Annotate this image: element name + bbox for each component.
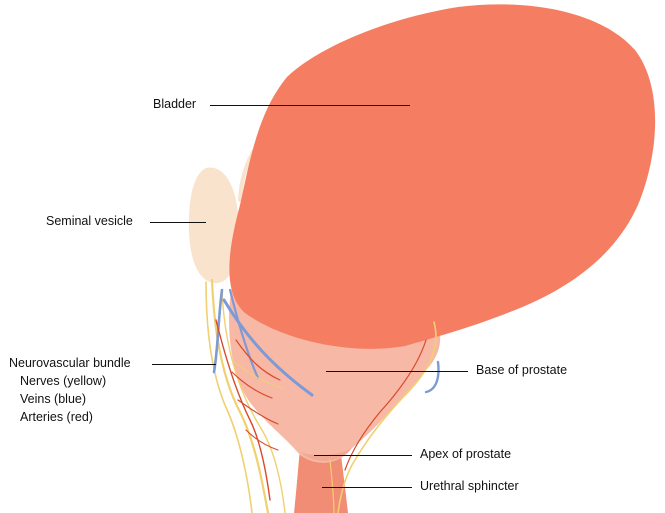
seminal-vesicle-label: Seminal vesicle (46, 214, 133, 229)
bladder-label: Bladder (153, 97, 196, 112)
bladder-shape (229, 4, 655, 348)
nerves-legend-label: Nerves (yellow) (20, 374, 106, 389)
neurovascular-bundle-leader-line (152, 364, 216, 365)
base-of-prostate-label: Base of prostate (476, 363, 567, 378)
apex-of-prostate-leader-line (314, 455, 412, 456)
base-of-prostate-leader-line (326, 371, 468, 372)
neurovascular-bundle-label: Neurovascular bundle (9, 356, 131, 371)
apex-of-prostate-label: Apex of prostate (420, 447, 511, 462)
arteries-legend-label: Arteries (red) (20, 410, 93, 425)
urethral-sphincter-leader-line (322, 487, 412, 488)
bladder-leader-line (210, 105, 410, 106)
seminal-vesicle-leader-line (150, 222, 206, 223)
urethral-sphincter-label: Urethral sphincter (420, 479, 519, 494)
veins-legend-label: Veins (blue) (20, 392, 86, 407)
